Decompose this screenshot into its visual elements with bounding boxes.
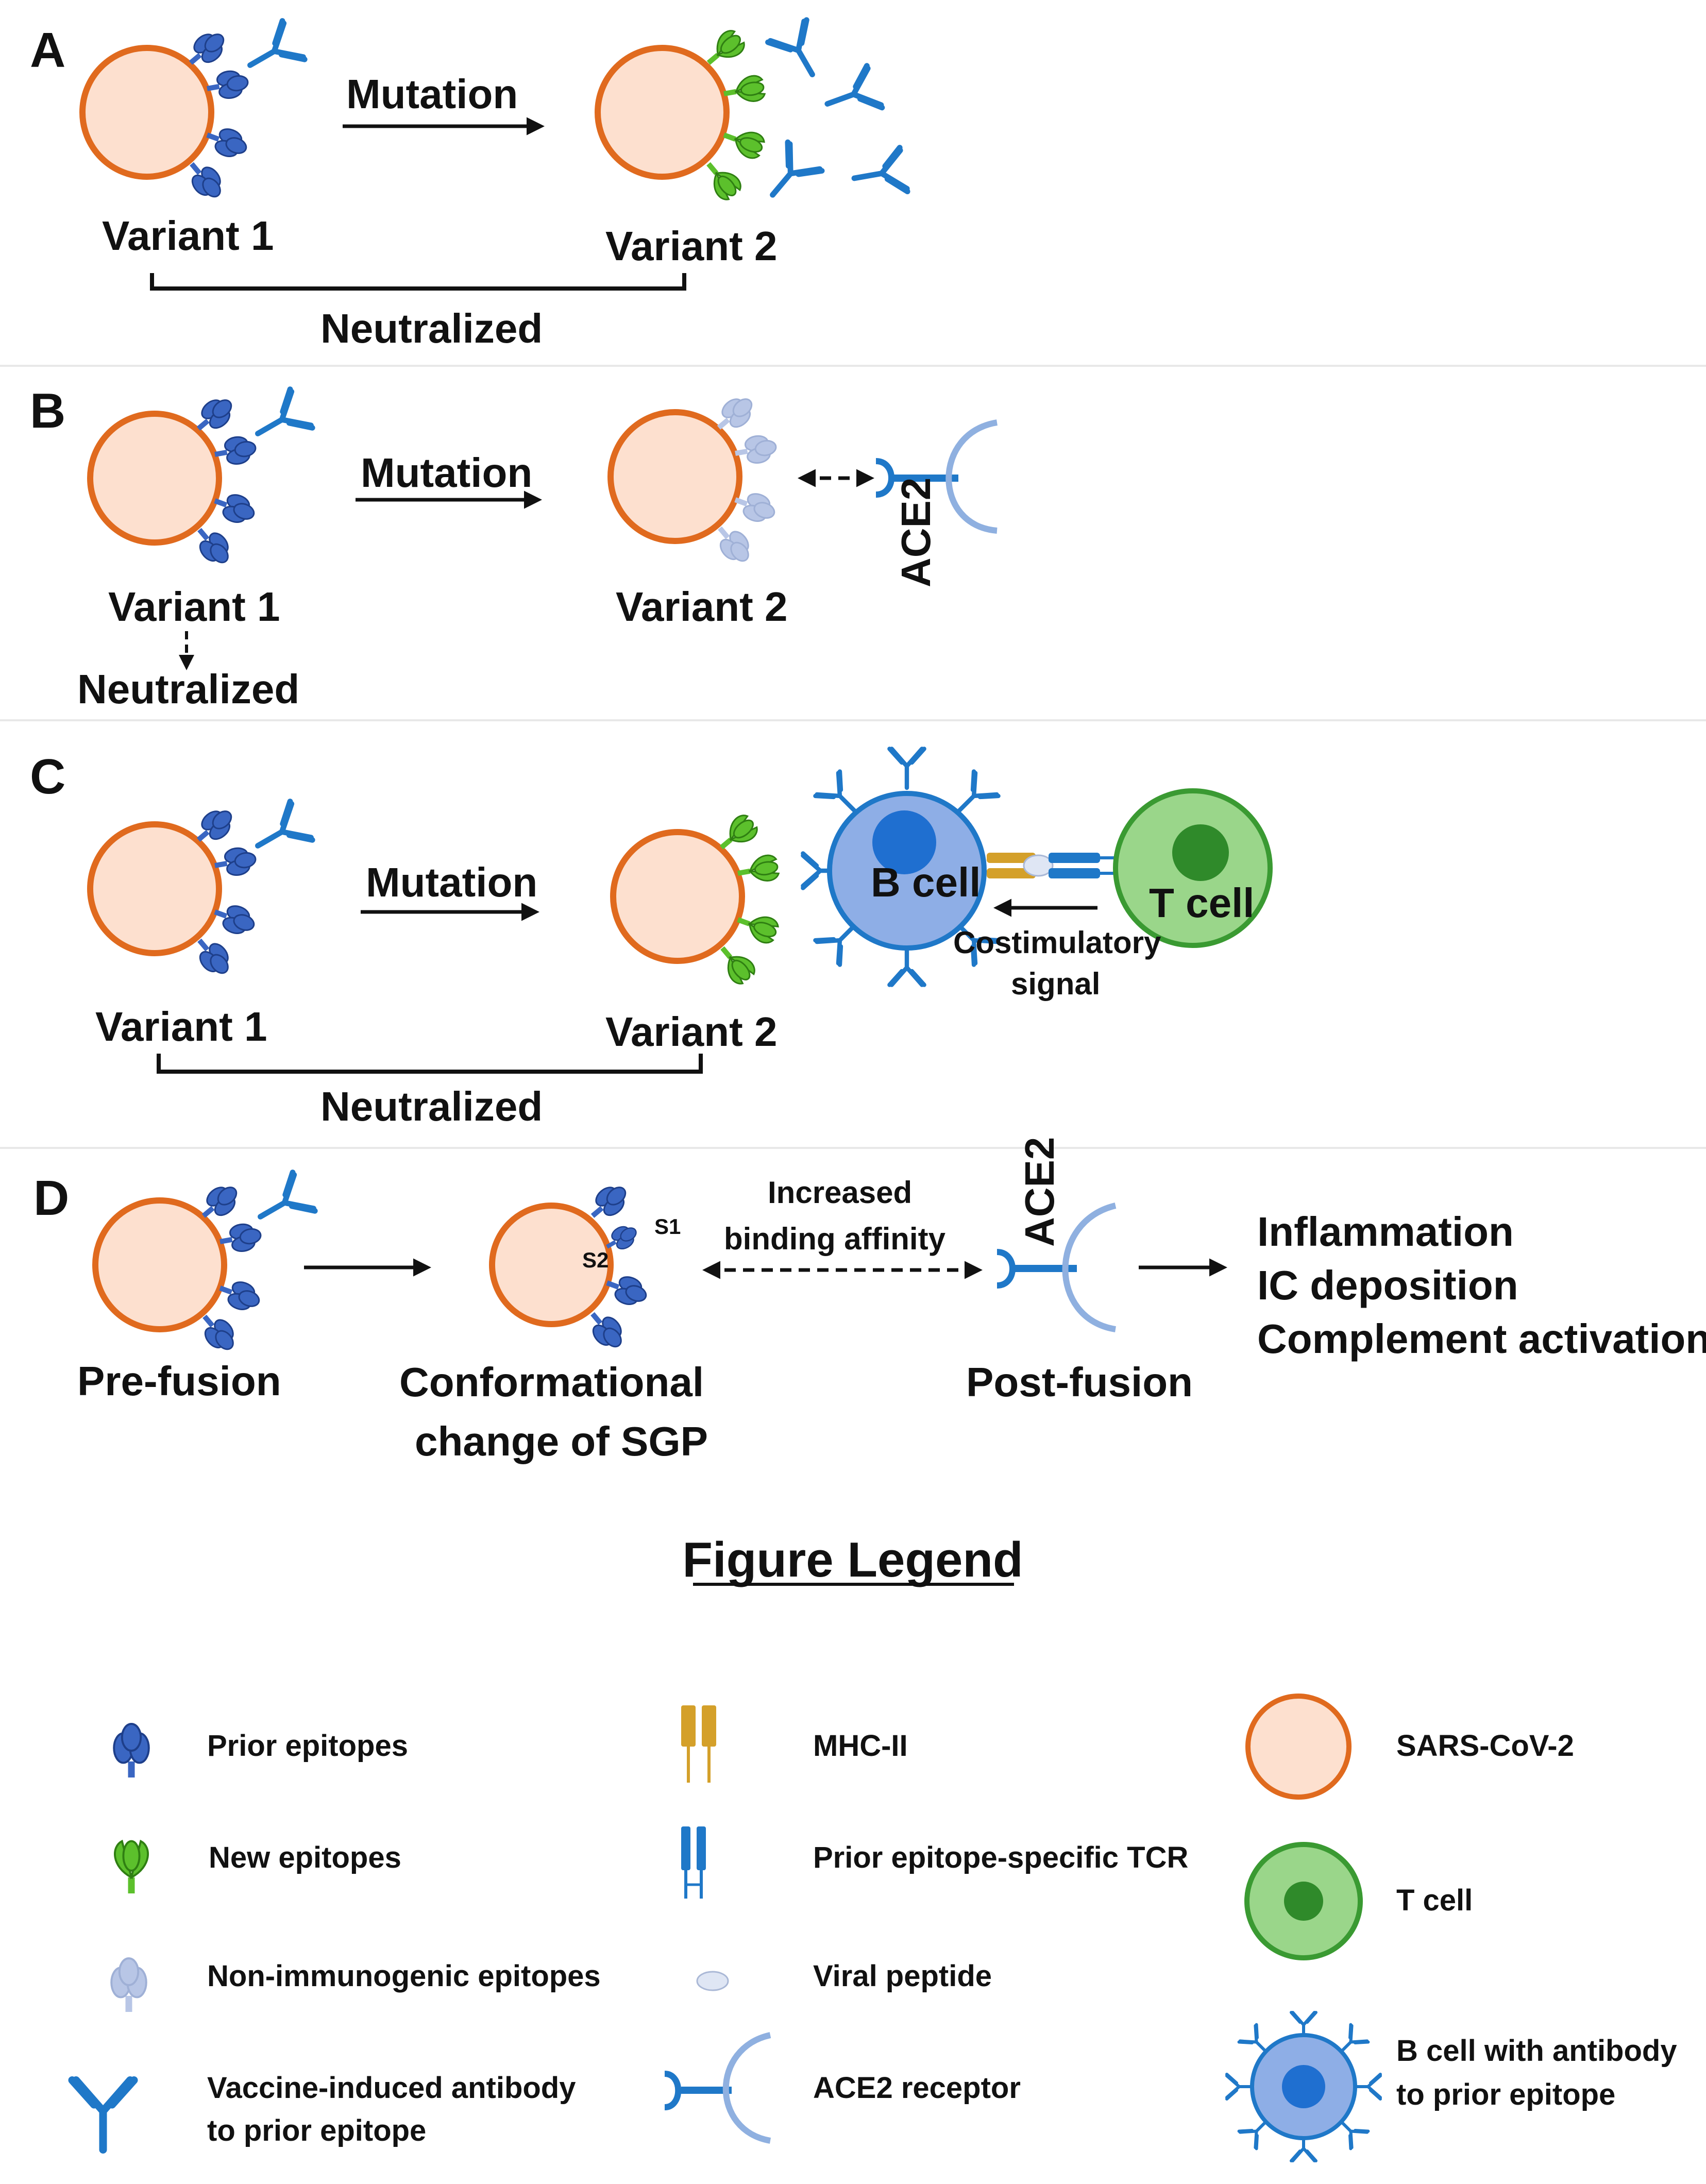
panel-a-mutation-label: Mutation xyxy=(346,71,518,117)
panel-b-ace2-receptor xyxy=(875,419,998,534)
legend-t-cell: T cell xyxy=(1396,1884,1473,1917)
panel-a-variant2-virus xyxy=(595,20,907,209)
panel-d-prefusion-label: Pre-fusion xyxy=(77,1358,281,1404)
legend-mhc: MHC-II xyxy=(813,1729,908,1763)
panel-c-b-cell xyxy=(803,749,998,985)
panel-a-variant1-label: Variant 1 xyxy=(102,213,274,259)
panel-a-neutralized-label: Neutralized xyxy=(320,306,543,351)
panel-d-conformational-virus xyxy=(489,1178,651,1355)
panel-d-change-sgp-label: change of SGP xyxy=(415,1418,708,1464)
panel-c-mhc-tcr-complex xyxy=(987,853,1116,878)
panel-b-ace2-label: ACE2 xyxy=(893,478,939,587)
panel-d-ace2-receptor xyxy=(996,1203,1117,1332)
panel-b-neutralized-label: Neutralized xyxy=(77,666,299,712)
panel-c-variant1-virus xyxy=(87,801,312,981)
panel-b-letter: B xyxy=(30,383,65,438)
legend-vaccine-antibody-1: Vaccine-induced antibody xyxy=(207,2071,576,2105)
legend-tcell-icon xyxy=(1244,1842,1363,1960)
legend-nonimm-epitopes: Non-immunogenic epitopes xyxy=(207,1959,601,1993)
panel-b-mutation-label: Mutation xyxy=(361,450,532,496)
panel-c-b-cell-label: B cell xyxy=(871,859,981,905)
panel-a-variant1-virus xyxy=(79,21,305,205)
legend-title: Figure Legend xyxy=(682,1532,1023,1587)
panel-d-postfusion-label: Post-fusion xyxy=(966,1359,1193,1405)
panel-d-conformational-label: Conformational xyxy=(399,1359,704,1405)
panel-d-outcome-inflammation: Inflammation xyxy=(1257,1209,1514,1255)
panel-b: B Mutation ACE2 Variant 1 Variant 2 xyxy=(30,383,998,712)
legend-new-epitopes: New epitopes xyxy=(209,1841,401,1874)
panel-b-variant2-label: Variant 2 xyxy=(616,584,788,630)
legend-b-cell-2: to prior epitope xyxy=(1396,2078,1615,2111)
legend-viral-peptide: Viral peptide xyxy=(813,1959,992,1993)
panel-c-t-cell-label: T cell xyxy=(1149,880,1255,926)
panel-d-s1-label: S1 xyxy=(654,1214,681,1239)
legend-ace2-icon xyxy=(664,2032,771,2144)
legend-prior-epitope-icon xyxy=(113,1723,150,1779)
panel-b-variant2-virus xyxy=(607,390,780,569)
legend-ace2-receptor: ACE2 receptor xyxy=(813,2071,1021,2105)
panel-d-binding-affinity-label: binding affinity xyxy=(724,1222,946,1256)
panel-c-variant1-label: Variant 1 xyxy=(95,1004,267,1049)
panel-c-t-cell xyxy=(1113,788,1273,948)
legend: Figure Legend Prior epitopes New epitope… xyxy=(72,1532,1677,2161)
panel-c-neutralized-label: Neutralized xyxy=(320,1083,543,1129)
panel-c-variant2-virus xyxy=(610,811,781,988)
panel-d: D S1 S2 Increased binding affinity AC xyxy=(33,1137,1706,1464)
legend-bcell-icon xyxy=(1227,2012,1380,2161)
panel-d-outcome-complement: Complement activation xyxy=(1257,1316,1706,1362)
legend-mhc-icon xyxy=(681,1705,716,1783)
panel-c-letter: C xyxy=(30,749,65,804)
legend-new-epitope-icon xyxy=(113,1840,149,1894)
legend-prior-epitopes: Prior epitopes xyxy=(207,1729,408,1763)
panel-c-variant2-label: Variant 2 xyxy=(605,1009,778,1055)
panel-a-variant2-label: Variant 2 xyxy=(605,223,778,269)
legend-sars-icon xyxy=(1245,1694,1352,1800)
panel-c-signal-label: signal xyxy=(1011,967,1100,1001)
panel-d-prefusion-virus xyxy=(92,1172,315,1358)
legend-b-cell-1: B cell with antibody xyxy=(1396,2034,1677,2068)
panel-c: C Mutation B xyxy=(30,749,1273,1129)
legend-tcr-icon xyxy=(681,1826,706,1899)
panel-d-s2-label: S2 xyxy=(582,1248,609,1272)
legend-sars-cov-2: SARS-CoV-2 xyxy=(1396,1729,1574,1763)
legend-peptide-icon xyxy=(696,1971,729,1991)
panel-d-ace2-label: ACE2 xyxy=(1017,1137,1062,1247)
panel-b-variant1-virus xyxy=(87,389,312,571)
panel-c-mutation-label: Mutation xyxy=(366,859,537,905)
legend-antibody-icon xyxy=(72,2080,134,2150)
panel-b-variant1-label: Variant 1 xyxy=(108,584,280,630)
legend-nonimm-epitope-icon xyxy=(110,1957,147,2013)
legend-vaccine-antibody-2: to prior epitope xyxy=(207,2114,426,2147)
panel-c-costimulatory-label: Costimulatory xyxy=(953,925,1161,960)
panel-a: A Mutation Variant 1 Variant 2 Neutraliz… xyxy=(30,20,907,351)
legend-tcr: Prior epitope-specific TCR xyxy=(813,1841,1188,1874)
panel-d-outcome-ic-deposition: IC deposition xyxy=(1257,1262,1518,1308)
panel-d-increased-label: Increased xyxy=(768,1175,912,1210)
panel-d-letter: D xyxy=(33,1171,69,1226)
panel-a-letter: A xyxy=(30,23,65,78)
